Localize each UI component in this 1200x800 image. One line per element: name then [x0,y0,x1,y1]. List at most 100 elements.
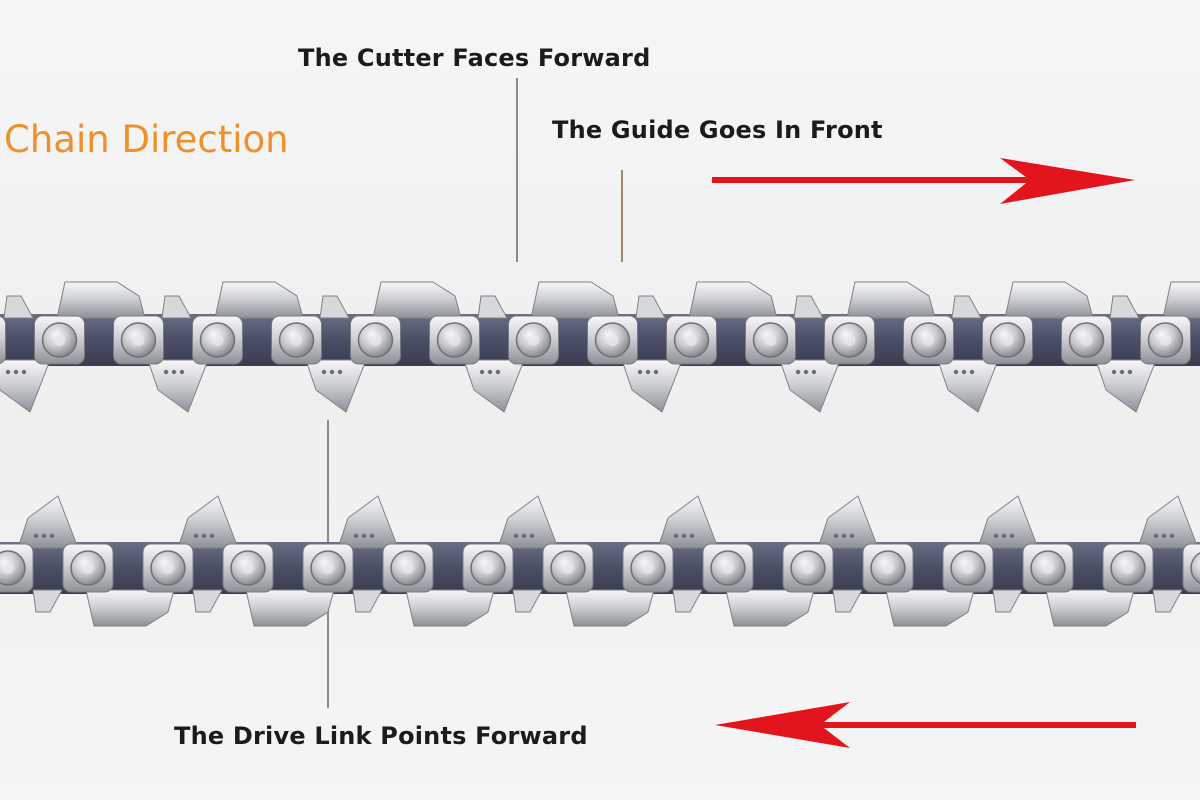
depth-gauge [793,295,824,319]
cutter-tooth [56,281,146,319]
tang-dot [811,369,817,375]
depth-gauge [319,295,350,319]
depth-gauge [352,589,383,613]
cutter-tooth [1045,589,1135,627]
tang-dot [637,369,643,375]
rivet-center [162,562,174,574]
rivet-center [843,334,856,346]
depth-gauge [477,295,508,319]
tang-dot [795,369,801,375]
drive-link-tang [621,359,683,413]
guide-label: The Guide Goes In Front [552,116,883,144]
tang-dot [841,533,847,539]
tang-dot [201,533,207,539]
rivet-center [2,562,14,574]
tang-dot [529,533,535,539]
rivet-center [685,334,698,346]
cutter-tooth [846,281,936,319]
tang-dot [193,533,199,539]
tang-dot [1111,369,1117,375]
rivet-center [211,334,224,346]
tang-dot [171,369,177,375]
tang-dot [673,533,679,539]
tang-dot [13,369,19,375]
cutter-tooth [565,589,655,627]
drive-link-tang [147,359,209,413]
rivet-center [882,562,894,574]
tang-dot [329,369,335,375]
rivet-center [562,562,574,574]
drive-link-tang [17,495,79,549]
tang-dot [653,369,659,375]
depth-gauge [1152,589,1183,613]
tang-dot [179,369,185,375]
tang-dot [1161,533,1167,539]
tang-dot [1153,533,1159,539]
tang-dot [969,369,975,375]
tang-dot [993,533,999,539]
tang-dot [689,533,695,539]
tang-dot [513,533,519,539]
drive-link-tang [497,495,559,549]
drive-link-tang [817,495,879,549]
depth-gauge [635,295,666,319]
drive-link-tang [177,495,239,549]
rivet-center [722,562,734,574]
rivet-center [1042,562,1054,574]
drive-link-tang [1095,359,1157,413]
tang-dot [961,369,967,375]
tang-dot [1119,369,1125,375]
cutter-tooth [688,281,778,319]
drive-link-tang [0,359,51,413]
drive-link-tang [463,359,525,413]
rivet-center [402,562,414,574]
tang-dot [849,533,855,539]
depth-gauge [951,295,982,319]
depth-gauge [1109,295,1140,319]
depth-gauge [192,589,223,613]
tang-dot [369,533,375,539]
rivet-center [290,334,303,346]
rivet-center [606,334,619,346]
tang-dot [1127,369,1133,375]
chain-top [0,281,1200,413]
drive-link-tang [1137,495,1199,549]
depth-gauge [672,589,703,613]
cutter-label: The Cutter Faces Forward [298,44,651,72]
drive-link-tang [977,495,1039,549]
tang-dot [487,369,493,375]
cutter-tooth [1004,281,1094,319]
direction-arrow-right [712,158,1135,204]
drive-link-tang [657,495,719,549]
drive-link-tang [305,359,367,413]
rivet-center [448,334,461,346]
tang-dot [495,369,501,375]
rivet-center [1001,334,1014,346]
depth-gauge [992,589,1023,613]
tang-dot [21,369,27,375]
depth-gauge [161,295,192,319]
rivet-center [369,334,382,346]
cutter-tooth [885,589,975,627]
rivet-center [642,562,654,574]
rivet-plate [0,315,6,365]
drive-link-label: The Drive Link Points Forward [174,722,588,750]
tang-dot [681,533,687,539]
rivet-center [82,562,94,574]
tang-dot [1169,533,1175,539]
rivet-center [1080,334,1093,346]
depth-gauge [3,295,34,319]
chain-direction-title: Chain Direction [4,118,289,161]
tang-dot [833,533,839,539]
tang-dot [1001,533,1007,539]
cutter-tooth [372,281,462,319]
tang-dot [521,533,527,539]
rivet-center [242,562,254,574]
drive-link-tang [337,495,399,549]
tang-dot [33,533,39,539]
rivet-center [1159,334,1172,346]
direction-arrow-left [715,702,1136,748]
rivet-center [482,562,494,574]
rivet-center [132,334,145,346]
rivet-center [53,334,66,346]
